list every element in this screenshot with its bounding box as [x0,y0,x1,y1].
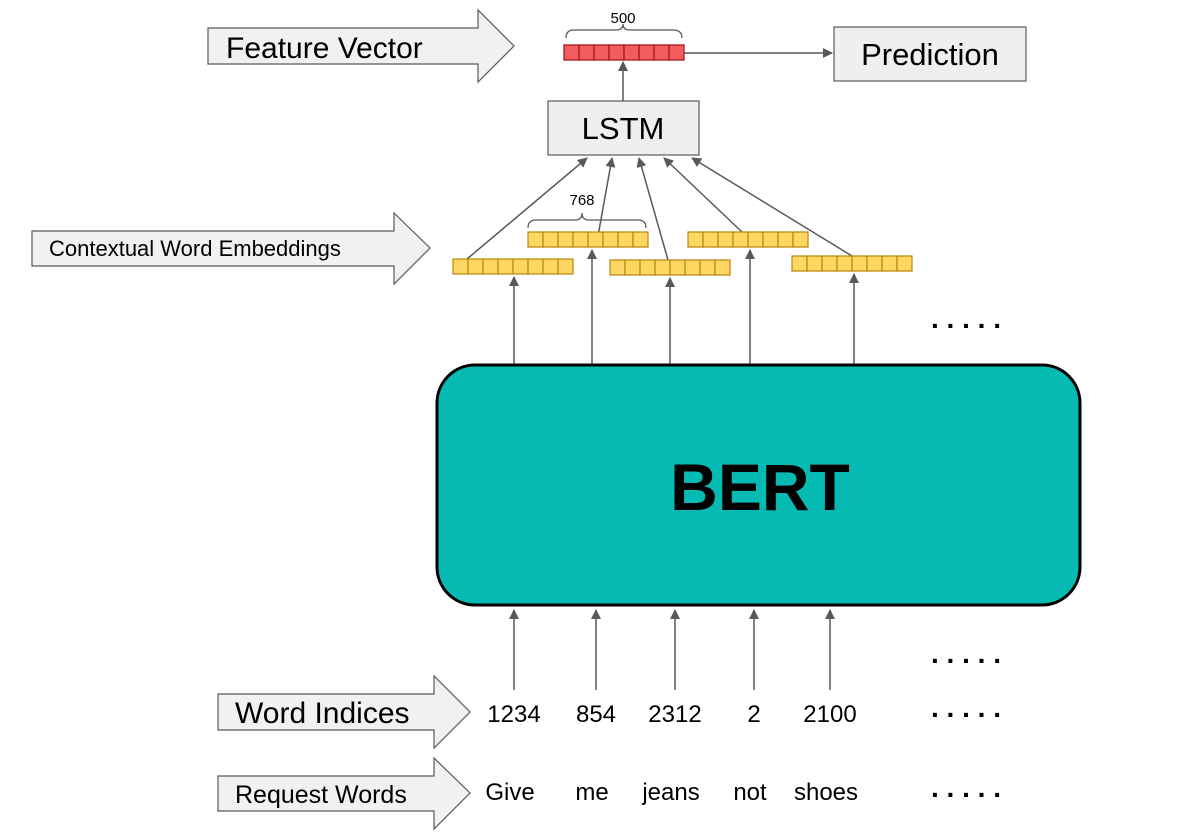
embedding-cell [602,231,619,248]
embedding-cell [836,255,853,272]
embedding-cell [497,258,514,275]
word-indices-label: Word Indices [235,697,410,730]
embedding-brace [527,212,647,229]
embedding-vector [687,231,809,248]
feature-cell [668,44,685,61]
embedding-cell [684,259,701,276]
contextual-embeddings-label-arrow: Contextual Word Embeddings [31,211,431,286]
feature-vector-label: Feature Vector [226,32,423,65]
embedding-vector [609,259,731,276]
embedding-cell [702,231,719,248]
embedding-cell [851,255,868,272]
feature-cell [608,44,625,61]
embedding-cell [512,258,529,275]
feature-cell [638,44,655,61]
word-index: 2 [747,701,760,728]
request-words-label-arrow: Request Words [217,756,471,831]
ellipsis-indices: . . . . . [931,692,1001,723]
prediction-box: Prediction [833,26,1027,82]
embedding-cell [821,255,838,272]
feature-vector-cells [563,44,685,61]
embedding-cell [896,255,913,272]
embedding-cell [542,231,559,248]
embedding-cell [527,258,544,275]
embedding-cell [669,259,686,276]
embedding-to-lstm-arrow [466,157,588,260]
bert-box: BERT [435,363,1082,607]
embedding-to-lstm-arrow [636,157,669,261]
embedding-vector [452,258,574,275]
embedding-cell [624,259,641,276]
embedding-cell [542,258,559,275]
connection-arrows [466,157,859,365]
embedding-dim: 768 [569,192,594,209]
embedding-cell [791,255,808,272]
embedding-to-lstm-arrow [597,157,616,237]
request-words-label: Request Words [235,781,407,809]
embedding-cell [557,258,574,275]
embedding-cell [777,231,794,248]
feature-vector-brace [565,23,683,39]
embedding-cell [881,255,898,272]
embedding-cell [717,231,734,248]
prediction-label: Prediction [861,37,999,72]
word-index: 2312 [648,701,701,728]
embedding-cell [467,258,484,275]
embedding-cell [806,255,823,272]
embedding-cell [792,231,809,248]
feature-vector-dim: 500 [610,10,635,27]
request-word: jeans [641,779,699,806]
embedding-cell [482,258,499,275]
embedding-cell [687,231,704,248]
embedding-cell [699,259,716,276]
request-word: not [733,779,767,806]
embedding-cell [762,231,779,248]
request-word: Give [485,779,534,806]
ellipsis-embeddings: . . . . . [931,303,1001,334]
embedding-to-lstm-arrow [663,157,743,233]
ellipsis-words: . . . . . [931,772,1001,803]
request-word: shoes [794,779,858,806]
feature-cell [593,44,610,61]
embedding-cell [732,231,749,248]
ellipsis-bert-input: . . . . . [931,638,1001,669]
embedding-vector [527,231,649,248]
embedding-cell [714,259,731,276]
embedding-cell [639,259,656,276]
embedding-cell [609,259,626,276]
embedding-cell [632,231,649,248]
bert-label: BERT [670,450,850,524]
feature-cell [623,44,640,61]
embedding-to-lstm-arrow [691,157,853,257]
feature-cell [563,44,580,61]
feature-vector-label-arrow: Feature Vector [207,8,515,84]
word-index: 854 [576,701,616,728]
embedding-cell [572,231,589,248]
embedding-cell [866,255,883,272]
contextual-embeddings-label: Contextual Word Embeddings [49,236,341,261]
embedding-cell [617,231,634,248]
embedding-cell [527,231,544,248]
contextual-embeddings [452,231,913,276]
lstm-label: LSTM [582,111,665,146]
word-index: 2100 [803,701,856,728]
feature-cell [653,44,670,61]
word-indices-label-arrow: Word Indices [217,674,471,750]
embedding-cell [587,231,604,248]
word-index: 1234 [487,701,540,728]
embedding-vector [791,255,913,272]
embedding-cell [557,231,574,248]
request-word: me [575,779,608,806]
embedding-cell [452,258,469,275]
lstm-box: LSTM [547,100,700,156]
embedding-cell [747,231,764,248]
embedding-cell [654,259,671,276]
feature-cell [578,44,595,61]
